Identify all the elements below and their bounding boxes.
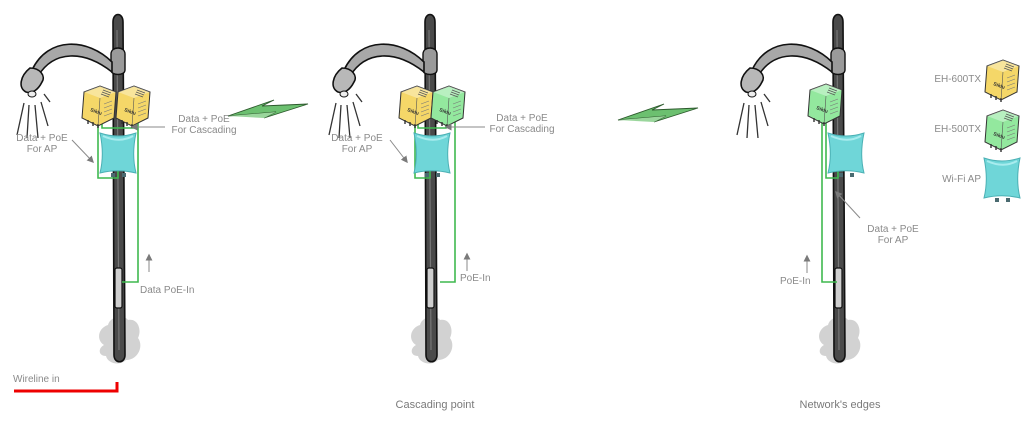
cascade-feed-label: Data + PoE For Cascading [168, 114, 240, 136]
eh500-radio-icon [984, 109, 1020, 153]
cascade-feed-label-line2: For Cascading [171, 125, 237, 136]
ap-feed-label-line2: For AP [877, 235, 909, 246]
pole-caption: Network's edges [799, 399, 881, 411]
ap-cable [97, 118, 119, 179]
ap-feed-arrow [71, 139, 94, 164]
wireless-link-icon [227, 99, 309, 119]
ap-feed-label-line1: Data + PoE [331, 133, 383, 144]
cascade-feed-label-line1: Data + PoE [178, 114, 230, 125]
pole-head-end [14, 13, 165, 393]
street-pole-icon [736, 13, 862, 365]
ap-feed-label-line1: Data + PoE [867, 224, 919, 235]
legend [983, 59, 1021, 203]
cascade-feed-label-line1: Data + PoE [496, 113, 548, 124]
eh600-radio-icon [81, 85, 117, 129]
ap-cable [825, 118, 839, 179]
wireless-link-icon [617, 103, 699, 123]
cascade-feed-label: Data + PoE For Cascading [486, 113, 558, 135]
ap-feed-arrow [835, 190, 861, 219]
power-in-label: PoE-In [780, 276, 811, 287]
ap-feed-label: Data + PoE For AP [12, 133, 72, 155]
street-pole-icon [16, 13, 142, 365]
poe-in-cable [440, 118, 456, 283]
street-pole-icon [328, 13, 454, 365]
ap-feed-label-line2: For AP [26, 144, 58, 155]
pole-network-edge [736, 13, 865, 365]
poe-in-cable [821, 118, 837, 283]
pole-cascading-point [328, 13, 485, 365]
cascade-feed-label-line2: For Cascading [489, 124, 555, 135]
legend-label-eh600tx: EH-600TX [934, 74, 981, 85]
wifi-ap-icon [983, 157, 1021, 203]
wireline-label: Wireline in [13, 374, 60, 385]
legend-label-wifi-ap: Wi-Fi AP [942, 174, 981, 185]
wifi-ap-icon [827, 132, 865, 178]
power-in-label: PoE-In [460, 273, 491, 284]
ap-feed-label: Data + PoE For AP [326, 133, 388, 155]
power-in-label: Data PoE-In [140, 285, 195, 296]
pole-caption: Cascading point [395, 399, 475, 411]
ap-feed-label: Data + PoE For AP [858, 224, 928, 246]
wifi-ap-icon [99, 132, 137, 178]
ap-cable [414, 118, 431, 179]
wifi-ap-icon [413, 132, 451, 178]
ap-feed-label-line1: Data + PoE [16, 133, 68, 144]
legend-label-eh500tx: EH-500TX [934, 124, 981, 135]
ap-feed-label-line2: For AP [341, 144, 373, 155]
poe-in-cable [122, 118, 139, 283]
ap-feed-arrow [389, 139, 408, 164]
wireline-cable [14, 382, 119, 393]
eh600-radio-icon [984, 59, 1020, 103]
